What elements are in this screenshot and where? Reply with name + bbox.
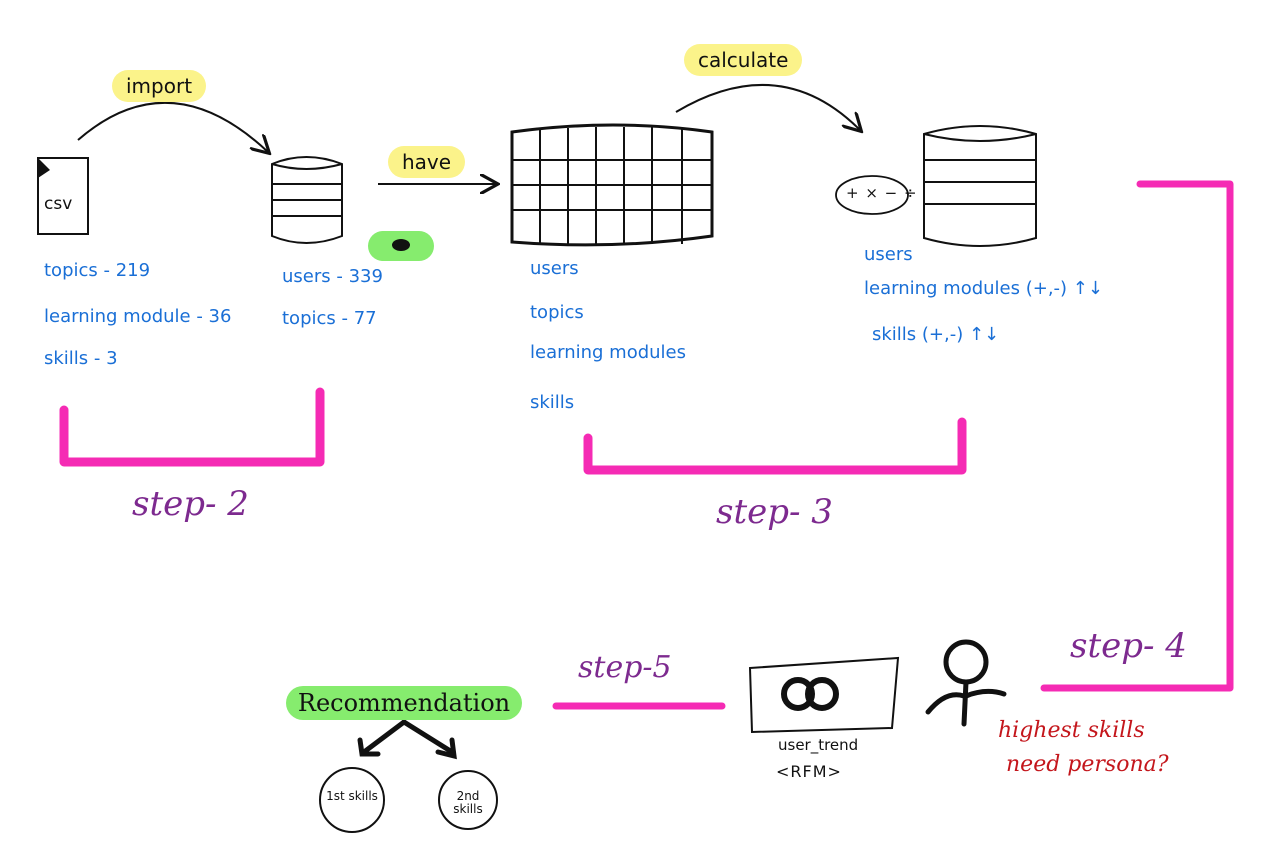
step-4-label: step- 4 xyxy=(1070,626,1187,666)
database-icon xyxy=(271,156,343,244)
eye-icon xyxy=(392,239,410,251)
step-3-label: step- 3 xyxy=(716,492,833,532)
first-skill-circle xyxy=(319,767,385,833)
calc-stat-learning-modules: learning modules (+,-) ↑↓ xyxy=(864,278,1103,299)
first-skills-label: 1st skills xyxy=(326,789,378,803)
recommendation-title: Recommendation xyxy=(286,686,522,720)
table-stat-skills: skills xyxy=(530,392,575,413)
database-icon-2 xyxy=(923,125,1037,247)
step-5-label: step-5 xyxy=(578,650,672,685)
person-icon xyxy=(925,639,1007,727)
question-line-2: need persona? xyxy=(1006,752,1169,777)
csv-stat-skills: skills - 3 xyxy=(44,348,118,369)
calc-stat-skills: skills (+,-) ↑↓ xyxy=(872,324,1000,345)
table-stat-users: users xyxy=(530,258,579,279)
user-trend-box xyxy=(748,656,900,734)
csv-file-icon xyxy=(37,157,89,235)
step-2-bracket xyxy=(59,387,325,467)
second-skill-circle xyxy=(438,770,498,830)
csv-stat-learning-module: learning module - 36 xyxy=(44,306,232,327)
second-skills-label: 2nd skills xyxy=(453,789,483,817)
step-2-label: step- 2 xyxy=(132,484,249,524)
calculate-label: calculate xyxy=(684,44,803,76)
csv-stat-topics: topics - 219 xyxy=(44,260,151,281)
import-label: import xyxy=(112,70,207,102)
table-grid-icon xyxy=(510,123,714,247)
rfm-label: <RFM> xyxy=(776,762,842,781)
db-stat-users: users - 339 xyxy=(282,266,383,287)
calc-stat-users: users xyxy=(864,244,913,265)
math-ops-bubble xyxy=(835,175,909,215)
calculate-arrow xyxy=(675,84,860,130)
import-arrow xyxy=(77,101,268,152)
user-trend-label: user_trend xyxy=(778,736,859,754)
recommendation-branch-arrows xyxy=(357,719,457,760)
question-line-1: highest skills xyxy=(998,718,1145,743)
db-stat-topics: topics - 77 xyxy=(282,308,377,329)
step-3-bracket xyxy=(583,417,967,475)
csv-file-label: csv xyxy=(44,194,73,214)
step-4-connector xyxy=(1040,180,1234,692)
view-highlight xyxy=(368,231,434,261)
table-stat-learning-modules: learning modules xyxy=(530,342,686,363)
math-ops-symbols: + × − ÷ xyxy=(846,184,918,202)
have-label: have xyxy=(388,146,466,178)
table-stat-topics: topics xyxy=(530,302,584,323)
